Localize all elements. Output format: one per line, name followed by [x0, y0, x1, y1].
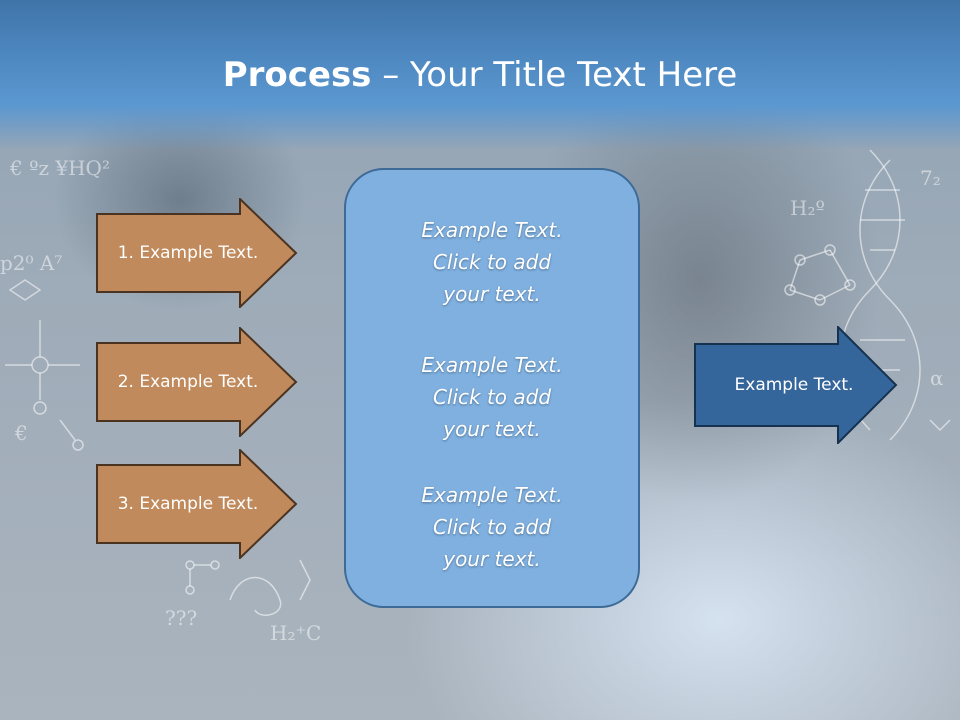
panel-text-block-3[interactable]: Example Text. Click to add your text.: [346, 479, 638, 575]
panel-line: your text.: [443, 547, 541, 571]
right-arrow-shape-icon: [96, 449, 298, 559]
panel-line: Example Text.: [421, 353, 563, 377]
process-panel[interactable]: Example Text. Click to add your text. Ex…: [344, 168, 640, 608]
svg-text:???: ???: [165, 606, 197, 630]
result-arrow[interactable]: Example Text.: [694, 326, 898, 444]
step-label-2: 2. Example Text.: [117, 372, 259, 392]
panel-line: your text.: [443, 417, 541, 441]
step-label-3: 3. Example Text.: [117, 494, 259, 514]
panel-line: Click to add: [432, 250, 552, 274]
step-label-1: 1. Example Text.: [117, 243, 259, 263]
title-rest: – Your Title Text Here: [371, 55, 738, 95]
panel-line: Example Text.: [421, 218, 563, 242]
result-label: Example Text.: [734, 375, 854, 395]
right-arrow-shape-icon: [96, 327, 298, 437]
right-arrow-shape-icon: [96, 198, 298, 308]
svg-text:H₂º: H₂º: [790, 196, 825, 220]
panel-text-block-2[interactable]: Example Text. Click to add your text.: [346, 349, 638, 445]
svg-text:7₂: 7₂: [920, 166, 941, 190]
slide-title[interactable]: Process – Your Title Text Here: [0, 50, 960, 100]
step-arrow-1[interactable]: 1. Example Text.: [96, 198, 302, 308]
panel-line: Click to add: [432, 385, 552, 409]
svg-text:€: €: [14, 421, 28, 445]
title-bar: [0, 0, 960, 150]
title-bold: Process: [222, 55, 372, 95]
panel-text-block-1[interactable]: Example Text. Click to add your text.: [346, 214, 638, 310]
svg-text:€ ºz ¥HQ²: € ºz ¥HQ²: [9, 156, 110, 180]
panel-line: Click to add: [432, 515, 552, 539]
right-arrow-shape-icon: [694, 326, 898, 444]
step-arrow-2[interactable]: 2. Example Text.: [96, 327, 302, 437]
step-arrow-3[interactable]: 3. Example Text.: [96, 449, 302, 559]
svg-text:α: α: [930, 366, 944, 390]
panel-line: your text.: [443, 282, 541, 306]
panel-line: Example Text.: [421, 483, 563, 507]
svg-text:H₂⁺C: H₂⁺C: [270, 621, 321, 645]
svg-text:p2⁰ A⁷: p2⁰ A⁷: [0, 251, 62, 275]
